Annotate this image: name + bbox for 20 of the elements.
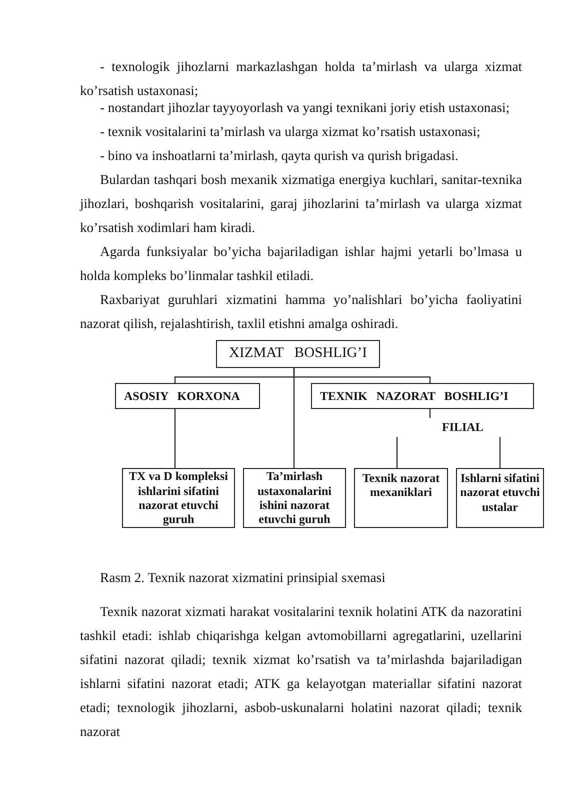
paragraph: Texnik nazorat xizmati harakat vositalarini texnik holatini ATK da nazoratini tashkil etadi: ishlab chiqarishga kelgan avtomobillarni agregatlarini, uzellarini sifatini nazorat qiladi; texnik xizmat ko’rsatish va ta’mirlashda bajariladigan ishlarni sifatini nazorat etadi; ATK ga kelayotgan materiallar sifatini nazorat etadi; texnologik jihozlarni, asbob-uskunalarni holatini nazorat qiladi; texnik nazorat — [80, 603, 522, 741]
figure-caption: Rasm 2. Texnik nazorat xizmatini prinsipial sxemasi — [99, 569, 386, 587]
unit-box: TEXNIK NAZORAT BOSHLIG’I — [311, 383, 534, 409]
group-box: Ishlarni sifatini nazorat etuvchi ustalar — [456, 468, 544, 528]
paragraph: - bino va inshoatlarni ta’mirlash, qayta qurish va qurish brigadasi. — [99, 147, 460, 165]
paragraph: Bulardan tashqari bosh mexanik xizmatiga energiya kuchlari, sanitar-texnika jihozlari, boshqarish vositalarini, garaj jihozlarini ta’mirlash va ularga xizmat ko’rsatish xodimlari ham kiradi. — [80, 171, 522, 237]
connector-line — [293, 368, 431, 383]
paragraph: Raxbariyat guruhlari xizmatini hamma yo’nalishlari bo’yicha faoliyatini nazorat qilish, rejalashtirish, taxlil etishni amalga oshiradi. — [80, 291, 522, 333]
connector-line — [499, 437, 501, 468]
paragraph: - texnik vositalarini ta’mirlash va ularga xizmat ko’rsatish ustaxonasi; — [99, 123, 482, 141]
paragraph: - texnologik jihozlarni markazlashgan holda ta’mirlash va ularga xizmat ko’rsatish ustaxonasi; — [80, 58, 522, 100]
unit-box: ASOSIY KORXONA — [115, 383, 260, 409]
connector-line — [396, 437, 398, 468]
group-box: Ta’mirlash ustaxonalarini ishini nazorat etuvchi guruh — [243, 468, 346, 528]
group-box: Texnik nazorat mexaniklari — [354, 468, 448, 528]
connector-line — [174, 409, 176, 468]
paragraph: Agarda funksiyalar bo’yicha bajariladigan ishlar hajmi yetarli bo’lmasa u holda kompleks bo’linmalar tashkil etiladi. — [80, 243, 522, 285]
title-box: XIZMAT BOSHLIG’I — [216, 340, 380, 368]
paragraph: - nostandart jihozlar tayyoyorlash va yangi texnikani joriy etish ustaxonasi; — [99, 99, 511, 117]
group-box: TX va D kompleksi ishlarini sifatini nazorat etuvchi guruh — [122, 468, 235, 528]
